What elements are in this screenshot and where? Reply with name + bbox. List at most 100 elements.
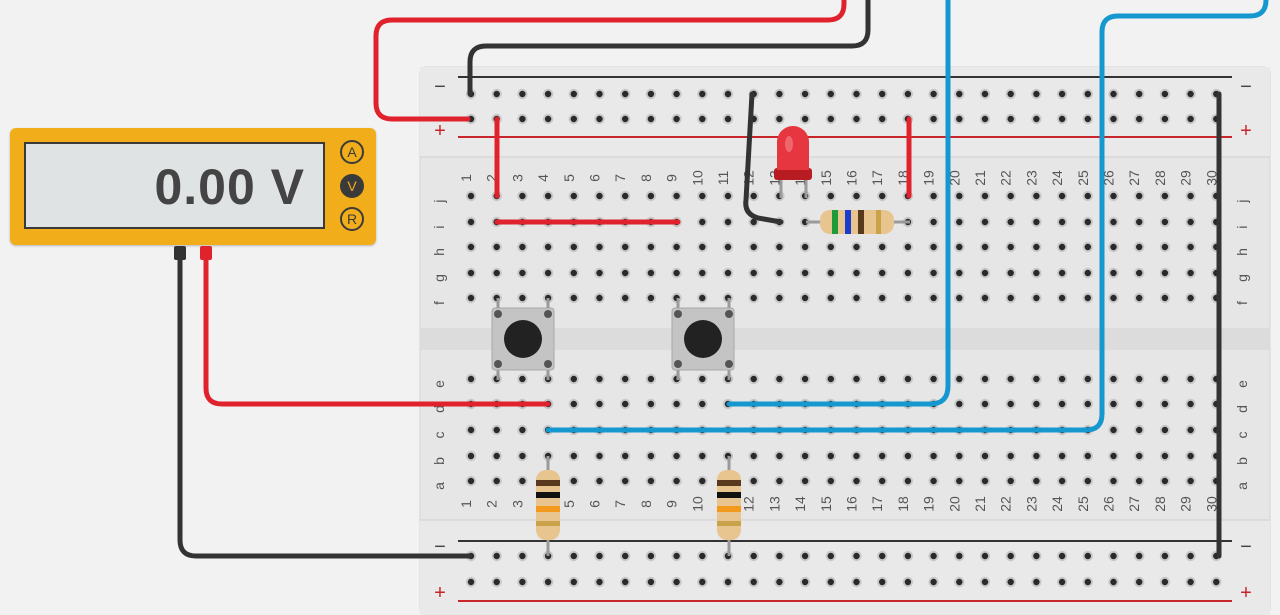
- breadboard-hole[interactable]: [517, 241, 528, 253]
- breadboard-hole[interactable]: [774, 113, 785, 125]
- breadboard-hole[interactable]: [568, 292, 579, 304]
- pushbutton-2[interactable]: [671, 298, 735, 380]
- breadboard-hole[interactable]: [542, 190, 554, 202]
- mode-voltmeter-button[interactable]: V: [340, 174, 364, 198]
- breadboard-hole[interactable]: [1159, 576, 1171, 588]
- breadboard-hole[interactable]: [954, 113, 965, 125]
- breadboard-hole[interactable]: [594, 88, 605, 100]
- breadboard-hole[interactable]: [1185, 373, 1196, 385]
- breadboard-hole[interactable]: [825, 267, 836, 279]
- breadboard-hole[interactable]: [722, 267, 734, 279]
- breadboard-hole[interactable]: [1108, 398, 1119, 410]
- breadboard-hole[interactable]: [928, 292, 939, 304]
- breadboard-hole[interactable]: [697, 450, 708, 462]
- led-resistor[interactable]: [806, 210, 910, 234]
- breadboard-hole[interactable]: [1159, 88, 1171, 100]
- breadboard-hole[interactable]: [1134, 113, 1145, 125]
- breadboard-hole[interactable]: [825, 475, 836, 487]
- breadboard-hole[interactable]: [902, 450, 914, 462]
- breadboard-hole[interactable]: [722, 88, 734, 100]
- breadboard-hole[interactable]: [799, 576, 811, 588]
- breadboard-hole[interactable]: [1005, 475, 1016, 487]
- breadboard-hole[interactable]: [748, 267, 759, 279]
- multimeter[interactable]: 0.00 V A V R: [10, 128, 376, 245]
- breadboard-hole[interactable]: [594, 373, 605, 385]
- breadboard-hole[interactable]: [620, 113, 631, 125]
- breadboard-hole[interactable]: [928, 241, 939, 253]
- breadboard-hole[interactable]: [851, 373, 862, 385]
- breadboard-hole[interactable]: [697, 113, 708, 125]
- breadboard-hole[interactable]: [799, 267, 811, 279]
- breadboard-hole[interactable]: [954, 190, 965, 202]
- breadboard-hole[interactable]: [1082, 292, 1094, 304]
- black-wire-ground-in[interactable]: [467, 0, 871, 97]
- breadboard-hole[interactable]: [1056, 216, 1068, 228]
- breadboard-hole[interactable]: [1185, 292, 1196, 304]
- breadboard-hole[interactable]: [1134, 450, 1145, 462]
- breadboard-hole[interactable]: [1031, 576, 1042, 588]
- breadboard-hole[interactable]: [594, 267, 605, 279]
- breadboard-hole[interactable]: [1056, 88, 1068, 100]
- black-wire-led-cathode[interactable]: [743, 91, 784, 225]
- breadboard-hole[interactable]: [722, 190, 734, 202]
- breadboard-hole[interactable]: [1056, 475, 1068, 487]
- breadboard-hole[interactable]: [671, 190, 682, 202]
- breadboard-hole[interactable]: [465, 475, 477, 487]
- breadboard-hole[interactable]: [517, 576, 528, 588]
- breadboard-hole[interactable]: [1108, 88, 1119, 100]
- breadboard-hole[interactable]: [1108, 292, 1119, 304]
- breadboard-hole[interactable]: [1159, 113, 1171, 125]
- breadboard-hole[interactable]: [825, 576, 836, 588]
- breadboard-hole[interactable]: [568, 450, 579, 462]
- breadboard-hole[interactable]: [594, 241, 605, 253]
- breadboard-hole[interactable]: [465, 450, 477, 462]
- breadboard-hole[interactable]: [1031, 241, 1042, 253]
- breadboard-hole[interactable]: [979, 450, 991, 462]
- breadboard-hole[interactable]: [594, 398, 605, 410]
- breadboard-hole[interactable]: [568, 88, 579, 100]
- breadboard-hole[interactable]: [774, 475, 785, 487]
- breadboard-hole[interactable]: [1082, 373, 1094, 385]
- breadboard-hole[interactable]: [902, 475, 914, 487]
- breadboard-hole[interactable]: [1134, 373, 1145, 385]
- breadboard-hole[interactable]: [568, 576, 579, 588]
- blue-wire-button-1[interactable]: [545, 0, 1269, 433]
- breadboard-hole[interactable]: [620, 450, 631, 462]
- breadboard-hole[interactable]: [877, 292, 888, 304]
- breadboard-hole[interactable]: [491, 475, 502, 487]
- breadboard-hole[interactable]: [645, 241, 657, 253]
- breadboard-hole[interactable]: [697, 88, 708, 100]
- breadboard-hole[interactable]: [568, 190, 579, 202]
- breadboard-hole[interactable]: [877, 576, 888, 588]
- red-led[interactable]: [774, 126, 812, 198]
- breadboard-hole[interactable]: [1082, 190, 1094, 202]
- breadboard-hole[interactable]: [671, 88, 682, 100]
- breadboard-hole[interactable]: [568, 241, 579, 253]
- breadboard-hole[interactable]: [825, 450, 836, 462]
- black-probe-terminal[interactable]: [174, 246, 186, 260]
- breadboard-hole[interactable]: [1134, 550, 1145, 562]
- breadboard-hole[interactable]: [954, 216, 965, 228]
- breadboard-hole[interactable]: [645, 292, 657, 304]
- breadboard-hole[interactable]: [979, 373, 991, 385]
- breadboard-hole[interactable]: [1211, 576, 1222, 588]
- breadboard-hole[interactable]: [1134, 267, 1145, 279]
- mode-ohmmeter-button[interactable]: R: [340, 207, 364, 231]
- breadboard-hole[interactable]: [825, 190, 836, 202]
- breadboard-hole[interactable]: [1108, 576, 1119, 588]
- breadboard-hole[interactable]: [748, 450, 759, 462]
- breadboard-hole[interactable]: [1082, 241, 1094, 253]
- breadboard-hole[interactable]: [542, 113, 554, 125]
- breadboard-hole[interactable]: [1134, 292, 1145, 304]
- breadboard-hole[interactable]: [517, 113, 528, 125]
- breadboard-hole[interactable]: [1031, 216, 1042, 228]
- breadboard-hole[interactable]: [979, 398, 991, 410]
- breadboard-hole[interactable]: [1005, 113, 1016, 125]
- breadboard-hole[interactable]: [671, 450, 682, 462]
- breadboard-hole[interactable]: [645, 550, 657, 562]
- breadboard-hole[interactable]: [877, 373, 888, 385]
- breadboard-hole[interactable]: [697, 241, 708, 253]
- breadboard-hole[interactable]: [568, 475, 579, 487]
- breadboard-hole[interactable]: [928, 475, 939, 487]
